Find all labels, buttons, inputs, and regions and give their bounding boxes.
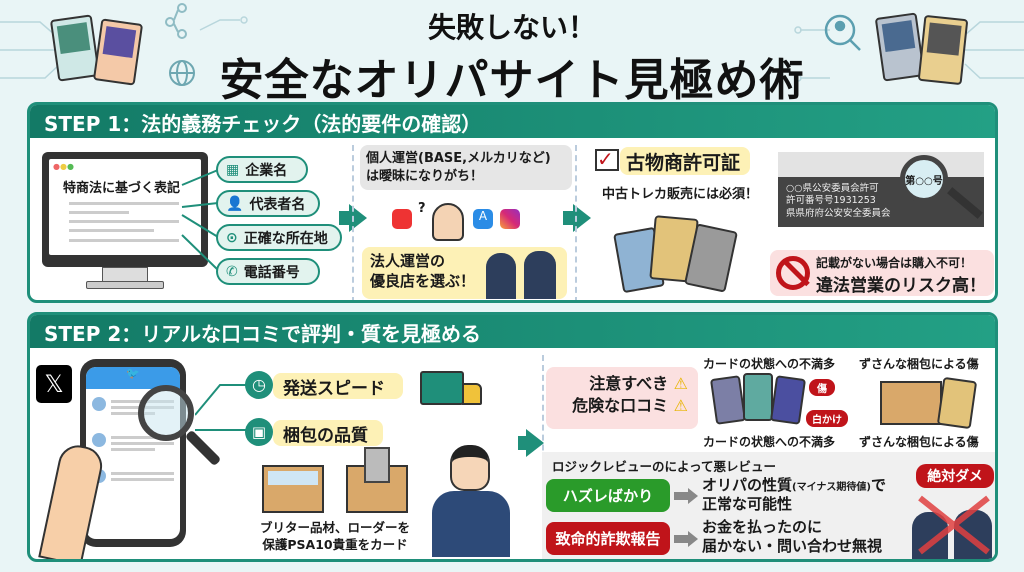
trading-card-icon	[50, 14, 100, 82]
phone-icon: ✆	[226, 263, 238, 280]
packed-box-illustration	[262, 465, 324, 513]
circuit-decoration	[0, 3, 1024, 86]
magnifier-icon: 第○○号	[900, 155, 948, 203]
warning-box: 記載がない場合は購入不可！ 違法営業のリスク高！	[770, 250, 994, 296]
warning-icon: ⚠	[673, 396, 688, 416]
app-store-icon: A	[473, 209, 493, 229]
confused-person-illustration	[432, 203, 464, 241]
card-complaint-label: カードの状態への不満多	[703, 435, 836, 449]
prohibited-icon	[776, 256, 810, 290]
card-complaint-label: カードの状態への不満多	[703, 357, 836, 371]
psa-card-box-illustration	[346, 447, 408, 513]
building-icon: ▦	[226, 161, 240, 178]
connector-lines	[181, 169, 219, 271]
review-fraud-explanation: お金を払ったのに 届かない・問い合わせ無視	[702, 518, 883, 555]
bad-review-title: ロジックレビューのによって悪レビュー	[552, 459, 777, 474]
arrow-icon	[688, 531, 698, 547]
clock-icon: ◷	[245, 371, 273, 399]
damaged-card-icon	[936, 376, 978, 430]
damaged-box-illustration	[880, 381, 942, 425]
arrow-icon	[573, 204, 591, 232]
box-icon: ▣	[245, 418, 273, 446]
globe-icon	[169, 60, 195, 86]
scratch-tag: 傷	[809, 379, 835, 396]
damaged-card-icon	[918, 15, 968, 85]
step2-panel: STEP 2：リアルな口コミで評判・質を見極める 𝕏 🐦 ◷ 発送スピード ▣ …	[27, 312, 998, 562]
packing-quality: 梱包の品質	[273, 420, 383, 446]
businessman-pointing-illustration	[450, 445, 490, 491]
item-representative: 👤代表者名	[216, 190, 320, 217]
individual-note: 個人運営(BASE,メルカリなど) は曖昧になりがち！	[360, 145, 572, 191]
question-mark: ?	[418, 201, 426, 216]
bad-review-section: ロジックレビューのによって悪レビュー ハズレばかり オリパの性質(マイナス期待値…	[542, 452, 995, 559]
person-icon: 👤	[226, 195, 244, 212]
location-pin-icon: ⊙	[226, 229, 238, 246]
step1-header: STEP 1：法的義務チェック（法的要件の確認）	[30, 105, 995, 138]
checkbox-icon: ✓	[595, 149, 619, 171]
monitor: ●●● 特商法に基づく表記	[42, 152, 208, 267]
mercari-icon	[392, 209, 412, 229]
corporate-recommendation: 法人運営の 優良店を選ぶ！	[362, 247, 567, 299]
page-title: 安全なオリパサイト見極め術	[219, 55, 805, 106]
arrow-icon	[526, 429, 544, 457]
review-badge-miss: ハズレばかり	[546, 479, 670, 512]
trading-card-icon	[743, 373, 773, 421]
businesswoman-illustration	[486, 253, 516, 299]
whitening-tag: 白かけ	[806, 410, 848, 427]
title-line-1: 失敗しない！	[427, 11, 596, 44]
item-address: ⊙正確な所在地	[216, 224, 342, 251]
trading-card-icon	[769, 375, 807, 425]
trading-card-icon	[709, 375, 747, 425]
truck-icon	[420, 371, 464, 405]
step1-panel: STEP 1：法的義務チェック（法的要件の確認） ●●● 特商法に基づく表記 ▦…	[27, 102, 998, 303]
license-plate: ○○県公安委員会許可 許可番号号1931253 県県府府公安安全委員会	[778, 177, 984, 227]
share-icon	[165, 3, 187, 39]
arrow-icon	[339, 211, 349, 225]
packing-caption: ブリター品材、ローダーを 保護PSA10貴重をカード	[259, 520, 410, 552]
item-phone: ✆電話番号	[216, 258, 320, 285]
license-subtitle: 中古トレカ販売には必須！	[602, 187, 759, 202]
monitor-heading: 特商法に基づく表記	[63, 181, 181, 196]
trading-card-icon	[875, 12, 925, 82]
step2-header: STEP 2：リアルな口コミで評判・質を見極める	[30, 315, 995, 348]
shipping-speed: 発送スピード	[273, 373, 403, 399]
businessman-illustration	[524, 251, 556, 299]
absolute-no-badge: 絶対ダメ	[916, 464, 994, 488]
review-badge-fraud: 致命的詐欺報告	[546, 522, 670, 555]
magnifier-icon	[138, 385, 194, 441]
item-company-name: ▦企業名	[216, 156, 308, 183]
instagram-icon	[500, 209, 520, 229]
warning-icon: ⚠	[673, 374, 688, 393]
trading-card-icon	[93, 18, 143, 86]
search-user-icon	[824, 14, 861, 51]
x-logo-icon: 𝕏	[36, 365, 72, 403]
twitter-icon: 🐦	[86, 367, 180, 389]
caution-box: 注意すべき ⚠ 危険な口コミ ⚠	[546, 367, 698, 429]
license-title: 古物商許可証	[620, 147, 750, 175]
arrow-icon	[688, 488, 698, 504]
review-miss-explanation: オリパの性質(マイナス期待値)で 正常な可能性	[702, 476, 886, 513]
packing-damage-label: ずさんな梱包による傷	[859, 435, 979, 449]
packing-damage-label: ずさんな梱包による傷	[859, 357, 979, 371]
cross-mark-icon	[918, 495, 990, 555]
